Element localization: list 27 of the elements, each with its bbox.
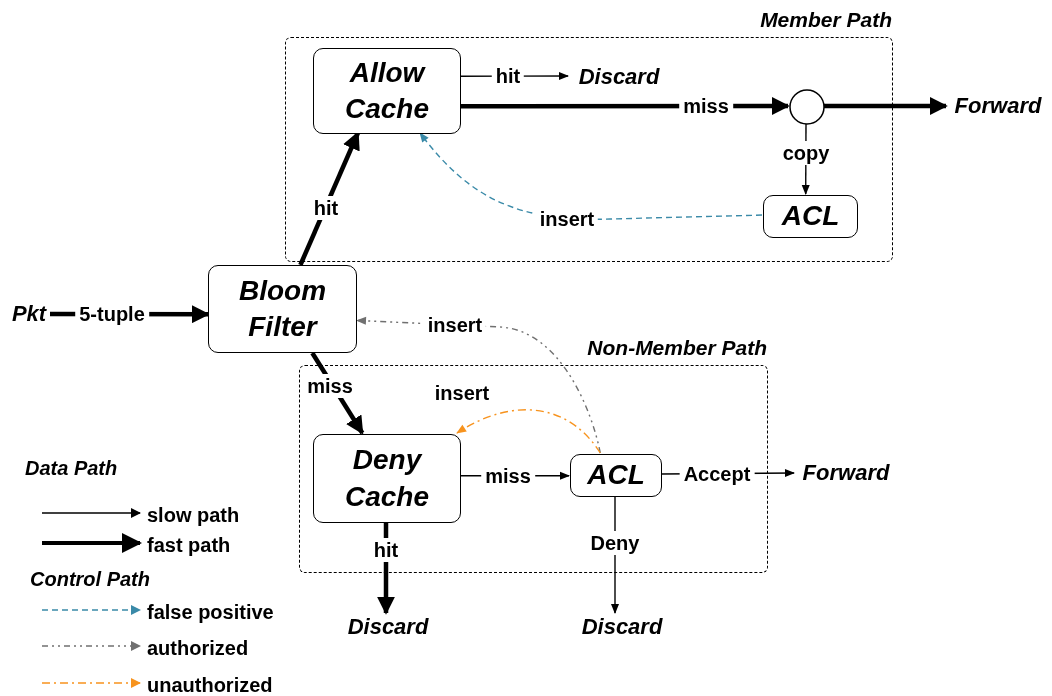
endpoint-label: Discard (347, 614, 429, 640)
box-title: ACL (781, 199, 840, 234)
process-box (313, 48, 461, 134)
endpoint-label: Discard (581, 614, 663, 640)
group-heading: Non-Member Path (587, 336, 767, 360)
legend-heading: Control Path (30, 568, 150, 591)
box-title: Deny Cache (343, 443, 430, 514)
endpoint-label: Forward (802, 460, 890, 486)
process-box (763, 195, 858, 238)
endpoint-label: Discard (578, 64, 660, 90)
endpoint-label: Pkt (11, 301, 47, 327)
process-box (313, 434, 461, 523)
legend-text: unauthorized (147, 673, 273, 696)
legend-text: false positive (147, 600, 274, 624)
box-title: ACL (587, 458, 645, 493)
legend-text: slow path (147, 503, 240, 527)
legend-text: authorized (147, 636, 249, 660)
box-title: Bloom Filter (237, 273, 328, 344)
arrow (456, 409, 601, 454)
process-box (570, 454, 662, 497)
endpoint-label: Forward (954, 93, 1042, 119)
arrow (824, 97, 948, 115)
legend-text: fast path (147, 533, 231, 557)
group-heading: Member Path (760, 8, 892, 32)
box-title: Allow Cache (343, 55, 430, 126)
process-box (208, 265, 357, 353)
legend-heading: Data Path (25, 457, 118, 480)
